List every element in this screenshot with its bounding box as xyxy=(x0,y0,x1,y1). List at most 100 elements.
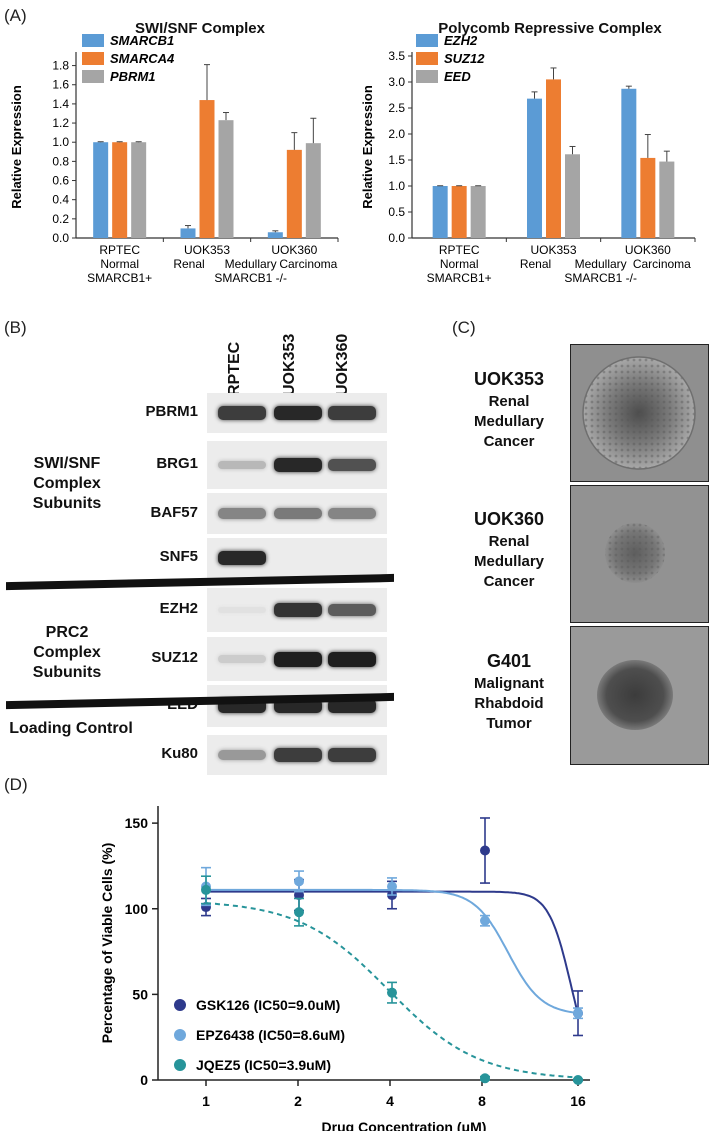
blot-band xyxy=(328,698,376,714)
bar xyxy=(305,143,321,238)
y-tick-label: 100 xyxy=(125,901,149,917)
swisnf-group-line1: SWI/SNF xyxy=(33,455,101,472)
legend-label: SMARCA4 xyxy=(110,51,175,66)
blot-row-label: SUZ12 xyxy=(151,649,198,666)
y-tick-label: 1.4 xyxy=(52,97,69,111)
category-label: UOK360 xyxy=(271,243,317,257)
x-axis-label: Drug Concentration (μM) xyxy=(322,1119,487,1131)
lane-header-rptec: RPTEC xyxy=(226,341,243,396)
category-sublabel: Normal xyxy=(100,257,139,271)
y-tick-label: 0 xyxy=(140,1072,148,1088)
x-tick-label: 2 xyxy=(294,1093,302,1109)
blot-band xyxy=(218,655,266,663)
y-tick-label: 50 xyxy=(132,986,148,1002)
panel-a-label: (A) xyxy=(4,6,27,25)
spheroid-desc-3c: Tumor xyxy=(486,715,532,732)
data-point xyxy=(480,915,490,926)
blot-band xyxy=(274,602,322,618)
bar xyxy=(112,142,128,238)
blot-band xyxy=(218,508,266,519)
y-tick-label: 1.2 xyxy=(52,116,69,130)
data-point xyxy=(201,884,211,895)
y-tick-label: 0.2 xyxy=(52,212,69,226)
blot-row-label: PBRM1 xyxy=(145,403,198,420)
y-tick-label: 0.6 xyxy=(52,174,69,188)
legend-swatch xyxy=(82,70,104,83)
lane-header-uok353: UOK353 xyxy=(281,333,298,396)
bar xyxy=(93,142,109,238)
legend-swatch xyxy=(416,52,438,65)
data-point xyxy=(573,1008,583,1019)
blot-band xyxy=(218,406,266,420)
group-caption-line2: SMARCB1 -/- xyxy=(564,271,637,285)
y-tick-label: 0.8 xyxy=(52,154,69,168)
category-sublabel: SMARCB1+ xyxy=(427,271,492,285)
blot-row-label: BRG1 xyxy=(156,455,198,472)
bar xyxy=(527,98,542,238)
data-point xyxy=(387,987,397,998)
y-axis-label: Relative Expression xyxy=(360,85,375,209)
prc2-group-label: PRC2 Complex Subunits xyxy=(12,623,122,683)
y-tick-label: 1.8 xyxy=(52,59,69,73)
spheroid-desc-2c: Cancer xyxy=(483,573,535,590)
category-label: RPTEC xyxy=(439,243,480,257)
legend-label: SUZ12 xyxy=(444,51,485,66)
swisnf-group-line3: Subunits xyxy=(32,495,102,512)
spheroid-desc-1c: Cancer xyxy=(483,433,535,450)
x-tick-label: 1 xyxy=(202,1093,210,1109)
spheroid-name-2: UOK360 xyxy=(473,509,545,529)
spheroid-desc-3b: Rhabdoid xyxy=(474,695,544,712)
y-tick-label: 1.6 xyxy=(52,78,69,92)
spheroid-desc-1b: Medullary xyxy=(473,413,545,430)
data-point xyxy=(294,907,304,918)
prc-chart-title: Polycomb Repressive Complex xyxy=(438,20,662,37)
group-caption-mid: Medullary xyxy=(575,257,627,271)
spheroid-name-3: G401 xyxy=(486,651,532,671)
blot-band xyxy=(274,508,322,519)
spheroid-image-g401 xyxy=(570,626,709,765)
blot-band xyxy=(218,606,266,614)
y-tick-label: 2.5 xyxy=(388,101,405,115)
y-tick-label: 3.0 xyxy=(388,75,405,89)
legend-label: PBRM1 xyxy=(110,69,156,84)
bar xyxy=(180,228,196,238)
loading-control-label: Loading Control xyxy=(9,720,133,737)
y-axis-label: Percentage of Viable Cells (%) xyxy=(99,843,115,1043)
category-label: RPTEC xyxy=(99,243,140,257)
category-label: UOK353 xyxy=(184,243,230,257)
spheroid-name-1: UOK353 xyxy=(473,369,545,389)
panel-b-label: (B) xyxy=(4,318,27,337)
bar xyxy=(286,149,302,238)
bar xyxy=(267,232,283,238)
legend-label: EZH2 xyxy=(444,33,478,48)
lane-header-uok360: UOK360 xyxy=(334,333,351,396)
bar xyxy=(131,142,147,238)
legend-label: EPZ6438 (IC50=8.6uM) xyxy=(196,1027,345,1043)
bar xyxy=(546,79,561,239)
swisnf-chart-title: SWI/SNF Complex xyxy=(134,20,265,37)
spheroid-desc-2a: Renal xyxy=(488,533,530,550)
data-point xyxy=(294,876,304,887)
spheroid-image-uok353 xyxy=(570,344,709,482)
blot-band xyxy=(328,651,376,667)
legend-label: EED xyxy=(444,69,471,84)
blot-band xyxy=(218,460,266,470)
fit-curve xyxy=(205,902,579,1079)
y-axis-label: Relative Expression xyxy=(9,85,24,209)
spheroid-desc-3a: Malignant xyxy=(474,675,544,692)
legend-label: SMARCB1 xyxy=(110,33,174,48)
legend-marker xyxy=(174,1029,186,1041)
prc2-group-line2: Complex xyxy=(33,644,101,661)
data-point xyxy=(573,1075,583,1085)
bar xyxy=(640,157,656,238)
y-tick-label: 1.5 xyxy=(388,153,405,167)
y-tick-label: 1.0 xyxy=(52,135,69,149)
group-caption-left: Renal xyxy=(173,257,204,271)
data-point xyxy=(387,881,397,892)
blot-band xyxy=(218,550,266,566)
group-caption-line2: SMARCB1 -/- xyxy=(214,271,287,285)
group-caption-right: Carcinoma xyxy=(279,257,337,271)
legend-marker xyxy=(174,999,186,1011)
group-caption-left: Renal xyxy=(520,257,551,271)
